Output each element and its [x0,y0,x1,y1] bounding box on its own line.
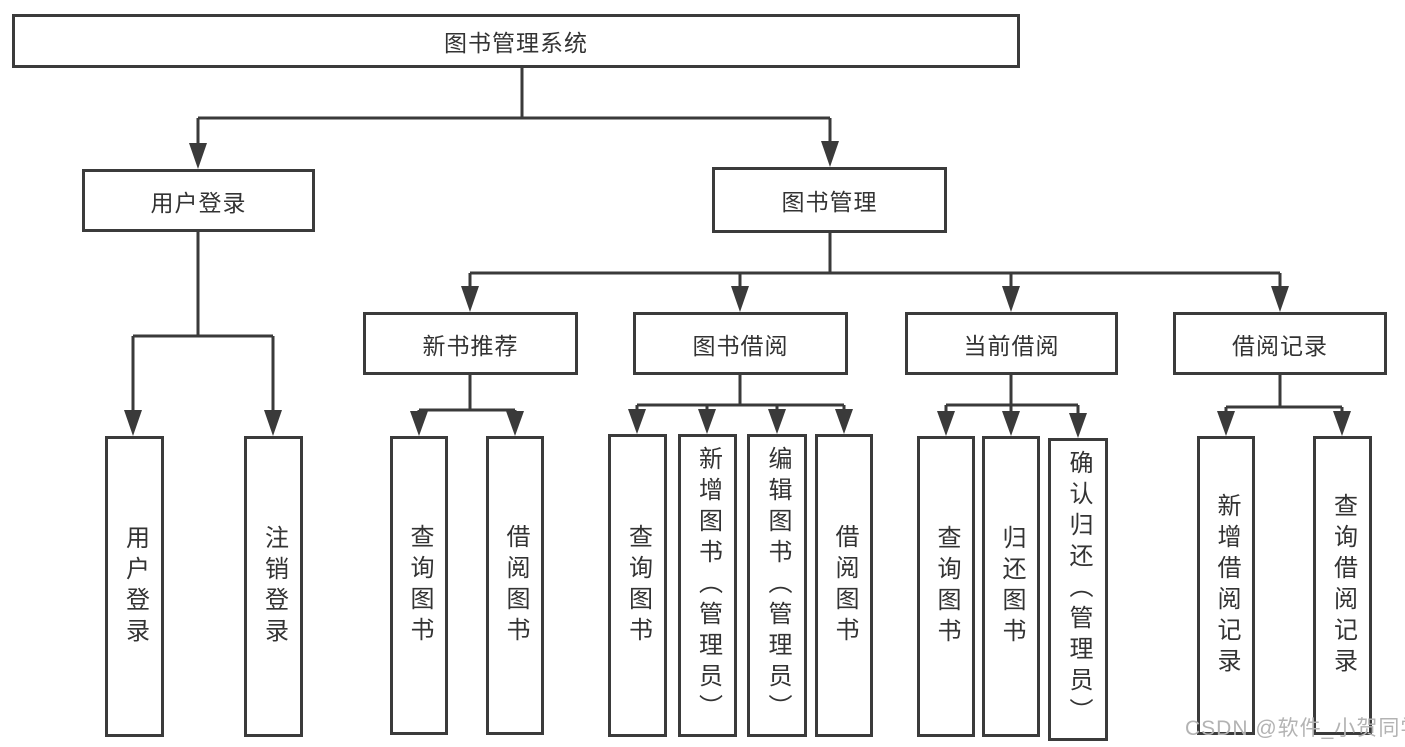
node-label: 当前借阅 [963,332,1060,359]
leaf-add-book-admin: 新增图书（管理员） [678,434,737,737]
csdn-watermark: CSDN @软件_小贺同学 [1185,717,1405,740]
node-label: 图书管理 [781,189,878,215]
node-label: 用户登录 [121,524,149,649]
node-new-book-recommend: 新书推荐 [363,312,578,375]
node-label: 新书推荐 [422,332,519,359]
node-current-borrow: 当前借阅 [905,312,1118,375]
leaf-confirm-return-admin: 确认归还（管理员） [1048,438,1108,741]
node-root-library-system: 图书管理系统 [12,14,1020,68]
node-label: 新增借阅记录 [1213,492,1240,679]
leaf-return-book: 归还图书 [982,436,1040,737]
arrowheads [124,141,1351,438]
leaf-query-books-2: 查询图书 [608,434,667,737]
leaf-logout: 注销登录 [244,436,303,737]
node-label: 图书借阅 [692,332,789,359]
node-label: 注销登录 [260,524,288,649]
node-user-login: 用户登录 [82,169,315,232]
node-label: 编辑图书（管理员） [764,446,791,725]
node-label: 新增图书（管理员） [694,446,722,725]
node-label: 查询图书 [624,523,652,648]
node-label: 查询借阅记录 [1329,492,1357,679]
node-book-management: 图书管理 [712,167,947,233]
node-label: 查询图书 [933,524,960,649]
node-label: 借阅图书 [502,523,529,648]
node-label: 借阅图书 [831,523,858,648]
leaf-borrow-books-2: 借阅图书 [815,434,873,737]
node-label: 图书管理系统 [444,30,588,56]
leaf-query-books-3: 查询图书 [917,436,975,737]
node-book-borrow: 图书借阅 [633,312,848,375]
node-borrow-record: 借阅记录 [1173,312,1387,375]
leaf-query-books-1: 查询图书 [390,436,448,735]
leaf-add-borrow-record: 新增借阅记录 [1197,436,1255,735]
node-label: 用户登录 [150,189,247,216]
node-label: 查询图书 [406,523,433,648]
leaf-query-borrow-record: 查询借阅记录 [1313,436,1372,735]
leaf-borrow-books-1: 借阅图书 [486,436,544,735]
leaf-edit-book-admin: 编辑图书（管理员） [747,434,807,737]
leaf-user-login: 用户登录 [105,436,164,737]
node-label: 借阅记录 [1232,332,1328,359]
node-label: 归还图书 [998,524,1025,649]
node-label: 确认归还（管理员） [1065,450,1092,729]
